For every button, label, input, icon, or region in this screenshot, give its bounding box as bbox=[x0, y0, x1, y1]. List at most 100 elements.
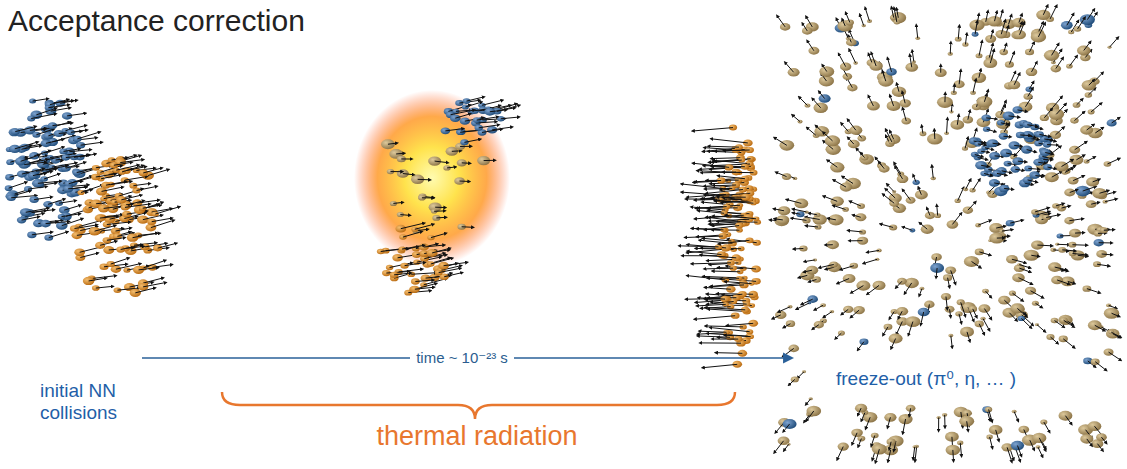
particle bbox=[1069, 143, 1085, 154]
particle bbox=[77, 186, 101, 195]
particle bbox=[827, 240, 839, 249]
particle bbox=[440, 273, 461, 280]
particle bbox=[427, 249, 449, 257]
momentum-arrow bbox=[909, 408, 910, 415]
momentum-arrow bbox=[405, 263, 424, 266]
momentum-arrow bbox=[400, 214, 408, 216]
momentum-arrow bbox=[853, 433, 857, 443]
particle bbox=[977, 111, 991, 127]
momentum-arrow bbox=[431, 258, 451, 263]
momentum-arrow bbox=[1039, 438, 1045, 450]
particle bbox=[930, 263, 944, 276]
particle bbox=[884, 195, 899, 207]
momentum-arrow bbox=[418, 179, 429, 180]
momentum-arrow bbox=[1037, 245, 1050, 247]
particle bbox=[409, 284, 435, 293]
particle bbox=[800, 98, 810, 108]
particle bbox=[1104, 348, 1120, 359]
particle bbox=[410, 286, 433, 293]
particle bbox=[778, 17, 791, 31]
momentum-arrow bbox=[803, 24, 807, 30]
particle bbox=[906, 405, 916, 415]
momentum-arrow bbox=[1028, 168, 1038, 170]
momentum-arrow bbox=[143, 278, 162, 283]
momentum-arrow bbox=[100, 216, 117, 218]
momentum-arrow bbox=[1014, 412, 1018, 420]
momentum-arrow bbox=[849, 231, 862, 232]
particle bbox=[975, 221, 989, 227]
momentum-arrow bbox=[880, 163, 885, 169]
particle bbox=[1031, 208, 1047, 214]
particle bbox=[41, 139, 62, 147]
particle bbox=[497, 116, 518, 121]
particle-body bbox=[41, 139, 52, 147]
particle bbox=[101, 182, 125, 189]
particle bbox=[457, 224, 471, 230]
momentum-arrow bbox=[946, 297, 947, 308]
momentum-arrow bbox=[1069, 57, 1076, 66]
momentum-arrow bbox=[973, 180, 979, 190]
momentum-arrow bbox=[909, 322, 913, 334]
particle bbox=[897, 278, 907, 287]
momentum-arrow bbox=[52, 123, 70, 125]
momentum-arrow bbox=[1107, 159, 1118, 164]
particle bbox=[859, 338, 869, 348]
particle-body bbox=[905, 316, 920, 327]
particle bbox=[935, 66, 947, 77]
particle bbox=[814, 321, 824, 328]
momentum-arrow bbox=[807, 226, 818, 227]
particle bbox=[828, 161, 844, 172]
particle-body bbox=[963, 188, 968, 192]
particle bbox=[848, 139, 860, 149]
momentum-arrow bbox=[995, 13, 997, 21]
particle bbox=[411, 175, 429, 185]
momentum-arrow bbox=[1062, 160, 1072, 166]
particle bbox=[886, 59, 897, 75]
particle-body bbox=[775, 216, 789, 226]
particle bbox=[972, 71, 987, 83]
particle bbox=[1051, 318, 1063, 327]
particle bbox=[43, 199, 63, 207]
momentum-arrow bbox=[814, 325, 819, 329]
momentum-arrow bbox=[1004, 125, 1008, 132]
momentum-arrow bbox=[411, 273, 434, 274]
particle bbox=[827, 262, 841, 272]
particle bbox=[1088, 320, 1104, 330]
particle bbox=[1107, 38, 1117, 48]
particle bbox=[1106, 303, 1115, 307]
momentum-arrow bbox=[800, 275, 807, 277]
momentum-arrow bbox=[26, 208, 47, 212]
momentum-arrow bbox=[50, 100, 67, 105]
momentum-arrow bbox=[155, 207, 178, 214]
momentum-arrow bbox=[936, 206, 938, 215]
particle bbox=[1093, 261, 1108, 267]
momentum-arrow bbox=[1067, 15, 1073, 25]
particle bbox=[127, 233, 156, 242]
particle-body bbox=[829, 261, 838, 267]
particle bbox=[428, 156, 446, 165]
particle bbox=[975, 249, 989, 256]
particle bbox=[849, 229, 866, 234]
momentum-arrow bbox=[1021, 318, 1030, 327]
momentum-arrow bbox=[984, 91, 987, 101]
momentum-arrow bbox=[921, 224, 928, 230]
particle bbox=[962, 139, 968, 151]
particle bbox=[1026, 63, 1038, 76]
momentum-arrow bbox=[1012, 259, 1024, 262]
momentum-arrow bbox=[882, 224, 893, 227]
particle bbox=[20, 208, 47, 216]
particle bbox=[5, 191, 29, 200]
momentum-arrow bbox=[876, 449, 880, 461]
particle bbox=[1070, 113, 1083, 124]
momentum-arrow bbox=[1035, 303, 1040, 307]
momentum-arrow bbox=[1017, 446, 1020, 455]
particle bbox=[793, 217, 811, 223]
particle bbox=[27, 114, 54, 121]
momentum-arrow bbox=[784, 348, 794, 355]
momentum-arrow bbox=[1075, 143, 1086, 150]
momentum-arrow bbox=[903, 109, 906, 121]
momentum-arrow bbox=[32, 232, 51, 235]
particle bbox=[999, 45, 1008, 55]
momentum-arrow bbox=[835, 181, 846, 187]
particle bbox=[1064, 217, 1081, 224]
